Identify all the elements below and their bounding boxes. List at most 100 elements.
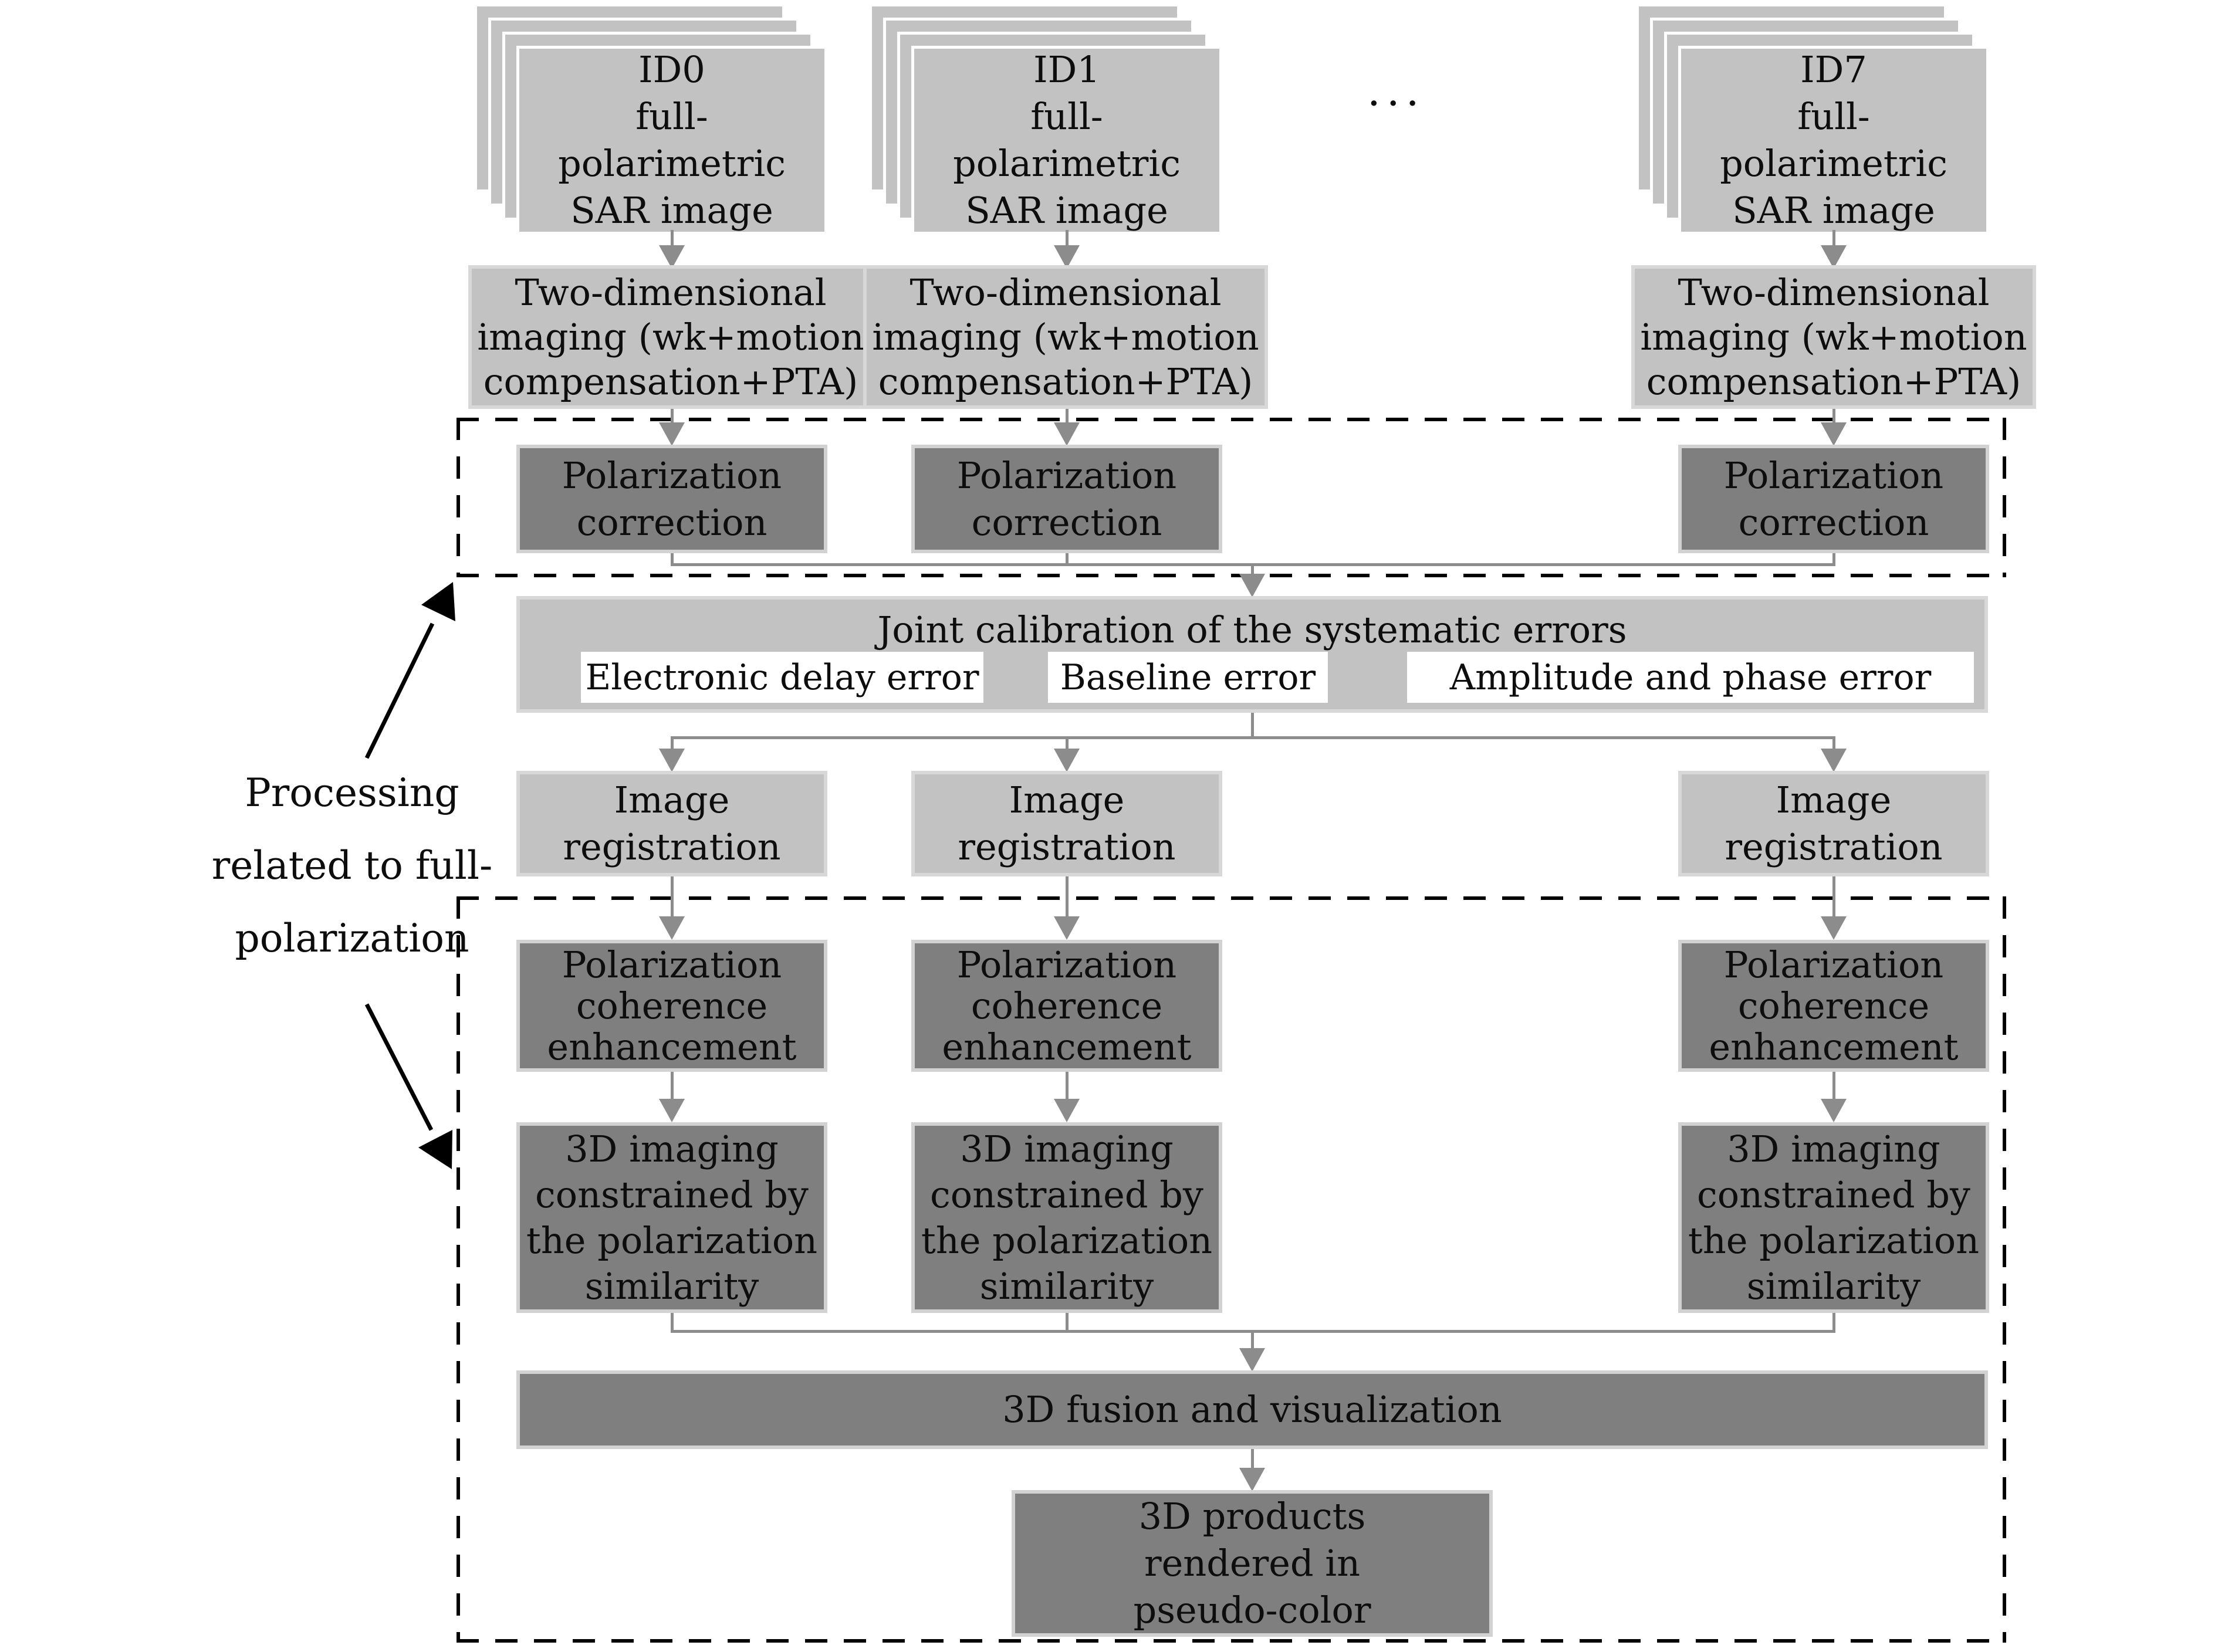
node-line: Polarization: [1723, 943, 1944, 986]
flow-line: [1066, 409, 1069, 425]
arrowhead-down-icon: [1054, 749, 1080, 772]
node-joint-calibration: Joint calibration of the systematic erro…: [516, 596, 1988, 713]
stack-line: full-: [635, 95, 708, 138]
side-label-line: related to full-: [211, 843, 493, 888]
arrowhead-down-icon: [1054, 422, 1080, 446]
node-line: enhancement: [547, 1025, 797, 1068]
node-line: Two-dimensional: [515, 270, 827, 314]
flow-line: [671, 1313, 674, 1333]
stack-line: SAR image: [1732, 189, 1935, 232]
node-3d-imaging-3: 3D imaging constrained by the polarizati…: [1678, 1122, 1989, 1313]
node-line: compensation+PTA): [483, 360, 858, 403]
flow-line: [1832, 553, 1835, 566]
node-3d-imaging-1: 3D imaging constrained by the polarizati…: [516, 1122, 827, 1313]
sar-stack-id0: ID0 full- polarimetric SAR image: [474, 4, 827, 235]
arrowhead-down-icon: [1054, 245, 1080, 269]
node-polarization-correction-1: Polarization correction: [516, 445, 827, 553]
node-line: the polarization: [1688, 1218, 1980, 1262]
dashed-box2-left: [457, 896, 460, 1643]
node-line: registration: [563, 825, 781, 868]
node-line: the polarization: [526, 1218, 818, 1262]
side-label: Processing related to full- polarization: [100, 757, 604, 975]
flow-line: [671, 736, 674, 750]
arrowhead-down-icon: [1821, 916, 1847, 940]
node-two-dimensional-imaging-1: Two-dimensional imaging (wk+motion compe…: [468, 265, 873, 409]
node-line: constrained by: [930, 1173, 1203, 1216]
node-line: 3D imaging: [960, 1127, 1174, 1170]
arrowhead-down-icon: [1821, 749, 1847, 772]
annotation-arrowhead-down-icon: [418, 1130, 452, 1169]
node-line: compensation+PTA): [1646, 360, 2021, 403]
node-image-registration-3: Image registration: [1678, 771, 1989, 876]
dashed-box1-bottom: [457, 574, 2006, 577]
node-line: Polarization: [956, 453, 1177, 497]
annotation-arrowhead-up-icon: [421, 582, 455, 621]
flow-line: [1832, 876, 1835, 918]
node-line: imaging (wk+motion: [477, 315, 864, 358]
stack-line: full-: [1030, 95, 1103, 138]
node-line: compensation+PTA): [878, 360, 1253, 403]
node-3d-fusion: 3D fusion and visualization: [516, 1370, 1988, 1449]
side-label-line: Processing: [245, 770, 459, 815]
node-line: coherence: [1737, 984, 1930, 1027]
flow-line: [1832, 736, 1835, 750]
node-image-registration-1: Image registration: [516, 771, 827, 876]
joint-calibration-title: Joint calibration of the systematic erro…: [877, 608, 1627, 651]
node-polarization-coherence-3: Polarization coherence enhancement: [1678, 940, 1989, 1072]
node-line: Polarization: [956, 943, 1177, 986]
node-line: registration: [1725, 825, 1943, 868]
dashed-box1-right: [2003, 418, 2006, 577]
node-line: coherence: [971, 984, 1163, 1027]
node-baseline-error: Baseline error: [1048, 652, 1328, 703]
node-line: Image: [1009, 778, 1125, 821]
flow-line: [1066, 230, 1069, 248]
stack-label: ID1 full- polarimetric SAR image: [914, 48, 1219, 232]
arrowhead-down-icon: [1054, 916, 1080, 940]
flow-line: [1066, 553, 1069, 566]
stack-line: full-: [1797, 95, 1870, 138]
node-amplitude-phase-error: Amplitude and phase error: [1407, 652, 1974, 703]
flow-line: [1066, 736, 1069, 750]
arrowhead-down-icon: [1821, 422, 1847, 446]
arrowhead-down-icon: [1821, 1099, 1847, 1122]
node-line: correction: [576, 500, 767, 544]
node-line: imaging (wk+motion: [872, 315, 1259, 358]
stack-line: polarimetric: [1720, 142, 1947, 185]
arrowhead-down-icon: [659, 1099, 685, 1122]
arrowhead-down-icon: [1239, 574, 1265, 597]
node-polarization-coherence-1: Polarization coherence enhancement: [516, 940, 827, 1072]
node-line: correction: [971, 500, 1162, 544]
node-line: similarity: [979, 1264, 1154, 1308]
node-3d-imaging-2: 3D imaging constrained by the polarizati…: [911, 1122, 1222, 1313]
arrowhead-down-icon: [1054, 1099, 1080, 1122]
flow-line: [671, 1072, 674, 1100]
node-electronic-delay-error: Electronic delay error: [581, 652, 983, 703]
stack-sheet-front: ID0 full- polarimetric SAR image: [516, 46, 827, 235]
node-line: 3D imaging: [1727, 1127, 1940, 1170]
node-line: the polarization: [921, 1218, 1213, 1262]
arrowhead-down-icon: [659, 422, 685, 446]
arrowhead-down-icon: [659, 245, 685, 269]
node-line: Two-dimensional: [909, 270, 1222, 314]
arrowhead-down-icon: [659, 916, 685, 940]
flow-line: [1832, 1313, 1835, 1333]
stack-line: ID1: [1033, 48, 1100, 91]
node-line: Polarization: [562, 453, 782, 497]
node-line: similarity: [1746, 1264, 1921, 1308]
flow-line: [1832, 409, 1835, 425]
stack-line: polarimetric: [558, 142, 786, 185]
node-line: pseudo-color: [1133, 1589, 1371, 1631]
stack-sheet-front: ID7 full- polarimetric SAR image: [1678, 46, 1989, 235]
flow-line: [671, 230, 674, 248]
flow-line: [671, 736, 1835, 739]
node-line: 3D products: [1138, 1495, 1366, 1538]
stack-line: ID0: [638, 48, 705, 91]
node-line: rendered in: [1144, 1542, 1361, 1585]
dashed-box1-left: [457, 418, 460, 577]
node-line: constrained by: [1697, 1173, 1970, 1216]
flow-line: [1251, 1330, 1254, 1349]
stack-sheet-front: ID1 full- polarimetric SAR image: [911, 46, 1222, 235]
flow-line: [1251, 1449, 1254, 1469]
